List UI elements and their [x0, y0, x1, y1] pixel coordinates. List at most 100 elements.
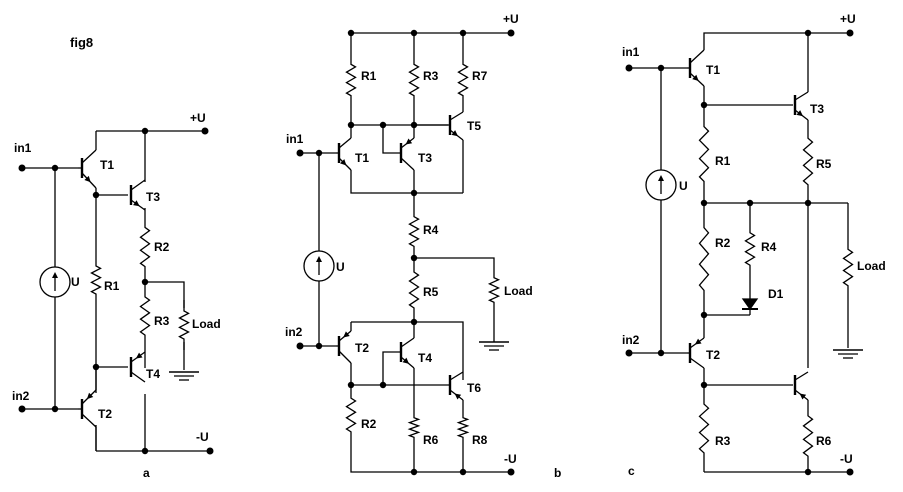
collector-lead	[794, 371, 809, 381]
b-t3-label: T3	[418, 151, 432, 165]
circuit-a: in1 in2 +U -U T1 T2 T3 T4 R1 R2 R3 U Loa…	[12, 111, 221, 480]
arrow-head	[343, 331, 350, 338]
b-load-label: Load	[504, 284, 533, 298]
a-t1-transistor	[78, 149, 97, 189]
wires	[22, 32, 850, 473]
b-t1-transistor	[336, 137, 352, 171]
c-r6-resistor	[802, 400, 814, 472]
c-load-resistor	[842, 235, 854, 300]
b-r1-label: R1	[361, 69, 377, 83]
collector-lead	[794, 91, 809, 101]
a-t3-label: T3	[146, 190, 160, 204]
arrow-head	[402, 357, 410, 364]
b-r1-resistor	[345, 52, 357, 108]
junction-dot	[657, 64, 665, 72]
source-circle	[39, 266, 71, 298]
terminal-dot	[507, 29, 515, 37]
junction-dot	[700, 101, 708, 109]
b-ground	[479, 341, 509, 351]
c-r2-resistor	[698, 203, 710, 315]
junction-dot	[700, 381, 708, 389]
c-t1-transistor	[687, 49, 705, 87]
junction-dot	[92, 363, 100, 371]
b-r7-resistor	[457, 52, 469, 108]
collector-lead	[130, 371, 146, 383]
collector-lead	[400, 157, 415, 171]
terminal-dot	[507, 468, 515, 476]
wire	[703, 32, 850, 50]
collector-lead	[338, 137, 352, 149]
a-neg-supply-label: -U	[196, 430, 209, 444]
a-r3-resistor	[139, 282, 151, 350]
c-pos-supply-label: +U	[840, 12, 856, 26]
b-r5-resistor	[408, 258, 420, 322]
collector-lead	[81, 413, 97, 428]
junction-dot	[700, 311, 708, 319]
c-r1-resistor	[698, 105, 710, 203]
b-r8-label: R8	[472, 433, 488, 447]
b-r6-resistor	[407, 410, 421, 445]
c-r6-label: R6	[816, 434, 832, 448]
c-ground	[833, 349, 863, 359]
circuit-c: in1 in2 +U -U T1 T2 T3 R1 R2 R3 R4 R5 R6…	[622, 12, 886, 478]
b-t6-label: T6	[467, 381, 481, 395]
c-voltage-source	[645, 169, 677, 201]
b-r4-resistor	[408, 205, 420, 258]
c-source-label: U	[679, 179, 688, 193]
junction-dot	[315, 149, 323, 157]
b-r5-label: R5	[423, 285, 439, 299]
arrow-head	[84, 175, 91, 183]
b-t4-transistor	[399, 337, 415, 369]
b-r3-label: R3	[423, 69, 439, 83]
junction-dot	[141, 278, 149, 286]
junction-dot	[141, 447, 149, 455]
arrow-head	[86, 392, 94, 400]
terminal-dot	[625, 64, 633, 72]
a-t3-transistor	[129, 179, 146, 211]
c-r2-label: R2	[715, 236, 731, 250]
source-circle	[645, 169, 677, 201]
c-t3-transistor	[793, 91, 809, 121]
c-t2-label: T2	[706, 348, 720, 362]
c-in1-label: in1	[622, 45, 640, 59]
terminal-dot	[18, 405, 26, 413]
b-voltage-source	[303, 250, 335, 282]
b-t4-label: T4	[418, 351, 432, 365]
terminal-dot	[206, 447, 214, 455]
arrow-head	[405, 138, 413, 145]
b-t5-label: T5	[467, 119, 481, 133]
arrow-head	[135, 352, 143, 359]
junction-dot	[410, 254, 418, 262]
terminal-dot	[296, 149, 304, 157]
source-circle	[303, 250, 335, 282]
collector-lead	[689, 357, 705, 369]
wire	[414, 257, 495, 268]
c-d1-label: D1	[768, 287, 784, 301]
junction-dot	[804, 468, 812, 476]
b-r3-resistor	[408, 52, 420, 108]
a-t4-label: T4	[146, 367, 160, 381]
terminal-dot	[201, 127, 209, 135]
arrow-head	[796, 110, 804, 117]
arrow-head	[658, 175, 664, 181]
arrow-head	[799, 393, 807, 400]
a-load-label: Load	[192, 317, 221, 331]
components	[39, 49, 863, 472]
c-t6-transistor	[793, 371, 809, 401]
a-voltage-source	[39, 266, 71, 298]
b-r2-resistor	[345, 385, 357, 445]
c-r1-label: R1	[715, 154, 731, 168]
a-r1-resistor	[90, 255, 102, 305]
c-load-label: Load	[857, 259, 886, 273]
b-r8-resistor	[456, 410, 470, 445]
c-in2-label: in2	[622, 333, 640, 347]
junction-dot	[347, 29, 355, 37]
terminal-dot	[296, 342, 304, 350]
junction-dot	[347, 381, 355, 389]
junction-dot	[804, 199, 812, 207]
b-t2-transistor	[336, 330, 352, 364]
c-r3-resistor	[698, 385, 710, 472]
collector-lead	[449, 371, 464, 381]
collector-lead	[81, 149, 97, 164]
c-r4-resistor	[744, 220, 756, 278]
